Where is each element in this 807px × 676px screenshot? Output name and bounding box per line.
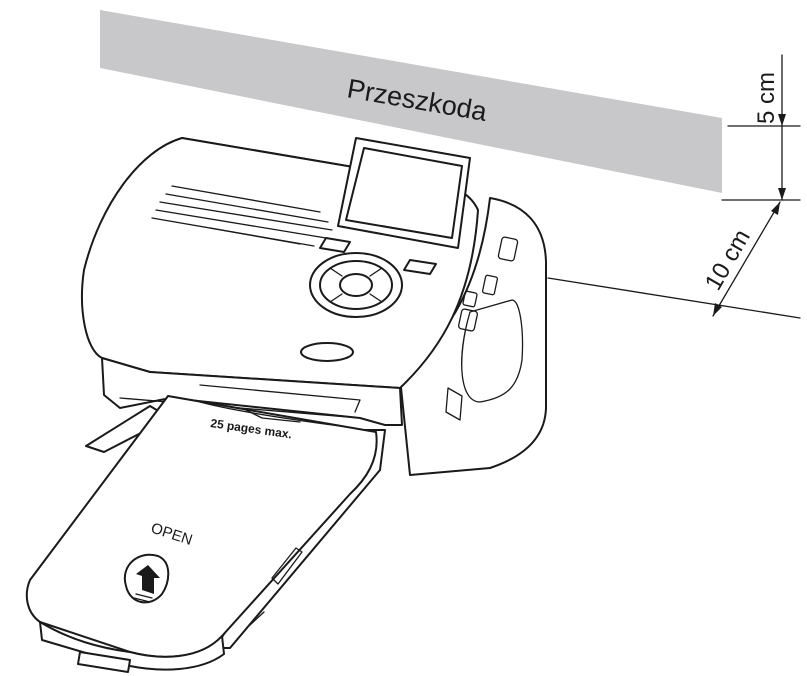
printer-side-panel <box>399 197 547 476</box>
right-soft-key[interactable] <box>403 259 437 275</box>
printer <box>81 137 547 476</box>
battery-cover[interactable] <box>461 299 524 403</box>
ok-button[interactable] <box>339 273 373 297</box>
open-latch[interactable] <box>123 553 170 604</box>
print-button[interactable] <box>300 342 354 362</box>
printer-front <box>101 357 403 426</box>
arrowhead-icon <box>778 188 786 200</box>
obstacle-panel <box>100 10 722 193</box>
obstacle: Przeszkoda <box>100 10 722 193</box>
top-clearance-label: 5 cm <box>753 72 780 124</box>
lcd-screen <box>337 137 471 249</box>
arrowhead-icon <box>713 303 722 316</box>
arrowhead-icon <box>778 114 786 126</box>
vent-grille <box>151 185 333 247</box>
dimension-lines: 5 cm 10 cm <box>547 54 801 319</box>
arrowhead-icon <box>771 202 780 215</box>
cassette-grip[interactable] <box>77 651 131 673</box>
paper-cassette[interactable]: 25 pages max. OPEN <box>25 395 386 673</box>
left-soft-key[interactable] <box>319 237 351 253</box>
up-arrow-icon <box>136 565 160 594</box>
rear-clearance-label: 10 cm <box>700 225 756 295</box>
directional-pad[interactable] <box>309 252 403 318</box>
